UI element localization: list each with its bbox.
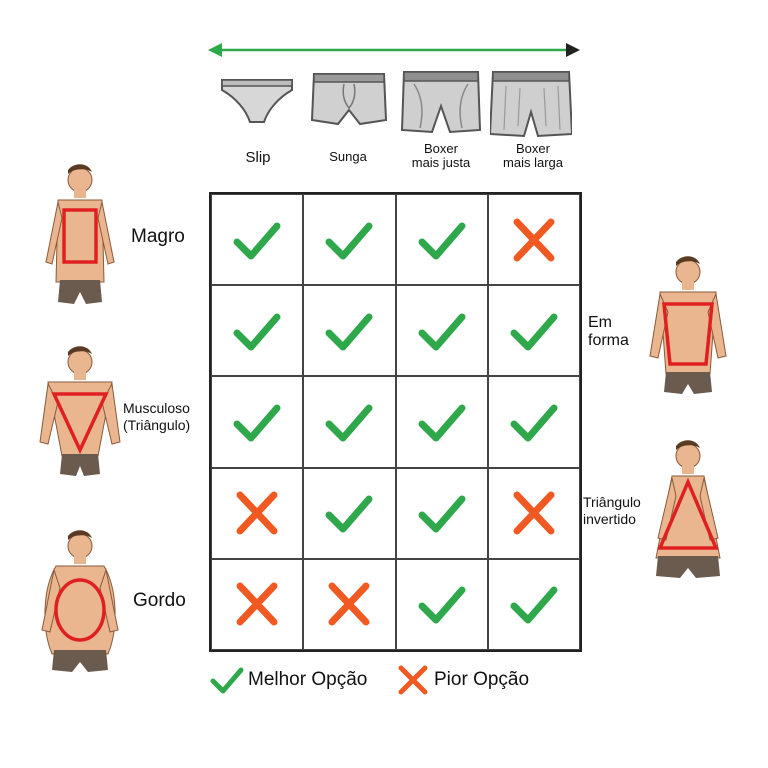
- legend-worst-label: Pior Opção: [434, 669, 530, 690]
- column-label-fitted-boxer: Boxer mais justa: [411, 141, 471, 170]
- legend-best-label: Melhor Opção: [248, 669, 368, 690]
- row-label-inverted-triangle: Triângulo invertido: [583, 494, 641, 527]
- legend-best: Melhor Opção: [210, 664, 367, 696]
- grid-cell-r4-c3: [487, 558, 580, 650]
- column-label-loose-boxer: Boxer mais larga: [503, 141, 563, 170]
- check-icon: [325, 222, 373, 260]
- check-icon: [510, 404, 558, 442]
- grid-cell-r0-c1: [303, 194, 396, 286]
- check-icon: [233, 404, 281, 442]
- grid-cell-r2-c1: [303, 376, 396, 468]
- check-icon: [325, 495, 373, 533]
- check-icon: [418, 313, 466, 351]
- grid-cell-r1-c1: [303, 285, 396, 377]
- grid-cell-r3-c2: [395, 467, 488, 559]
- sunga-icon: [310, 73, 388, 126]
- fit-body-figure: [649, 256, 727, 394]
- check-icon: [510, 586, 558, 624]
- row-label-fit: Em forma: [588, 314, 629, 349]
- grid-cell-r1-c2: [395, 285, 488, 377]
- cross-icon: [398, 665, 428, 695]
- check-icon: [418, 404, 466, 442]
- grid-cell-r4-c1: [303, 558, 396, 650]
- fitted-boxer-icon: [400, 71, 482, 134]
- grid-cell-r3-c0: [211, 467, 304, 559]
- grid-cell-r4-c0: [211, 558, 304, 650]
- check-icon: [418, 222, 466, 260]
- column-label-slip: Slip: [245, 149, 271, 166]
- grid-cell-r3-c1: [303, 467, 396, 559]
- row-label-heavy: Gordo: [133, 590, 186, 611]
- row-label-muscular: Musculoso (Triângulo): [123, 400, 191, 433]
- check-icon: [233, 313, 281, 351]
- loose-boxer-icon: [490, 71, 572, 138]
- cross-icon: [236, 582, 278, 626]
- check-icon: [325, 404, 373, 442]
- grid-cell-r1-c3: [487, 285, 580, 377]
- grid-cell-r2-c0: [211, 376, 304, 468]
- check-icon: [510, 313, 558, 351]
- check-icon: [418, 586, 466, 624]
- size-arrow: [208, 43, 580, 57]
- grid-cell-r0-c0: [211, 194, 304, 286]
- legend-worst: Pior Opção: [396, 664, 529, 696]
- heavy-body-figure: [41, 530, 119, 672]
- cross-icon: [513, 491, 555, 535]
- slip-icon: [221, 79, 293, 123]
- grid-cell-r0-c3: [487, 194, 580, 286]
- grid-cell-r0-c2: [395, 194, 488, 286]
- cross-icon: [236, 491, 278, 535]
- inverted-triangle-body-figure: [655, 440, 721, 578]
- cross-icon: [328, 582, 370, 626]
- cross-icon: [513, 218, 555, 262]
- check-icon: [418, 495, 466, 533]
- grid-cell-r2-c3: [487, 376, 580, 468]
- column-label-sunga: Sunga: [329, 149, 367, 164]
- grid-cell-r2-c2: [395, 376, 488, 468]
- grid-cell-r3-c3: [487, 467, 580, 559]
- check-icon: [233, 222, 281, 260]
- recommendation-grid: [209, 192, 582, 652]
- check-icon: [210, 667, 244, 694]
- grid-cell-r4-c2: [395, 558, 488, 650]
- thin-body-figure: [45, 164, 115, 304]
- muscular-body-figure: [39, 346, 121, 476]
- check-icon: [325, 313, 373, 351]
- grid-cell-r1-c0: [211, 285, 304, 377]
- row-label-thin: Magro: [131, 226, 185, 247]
